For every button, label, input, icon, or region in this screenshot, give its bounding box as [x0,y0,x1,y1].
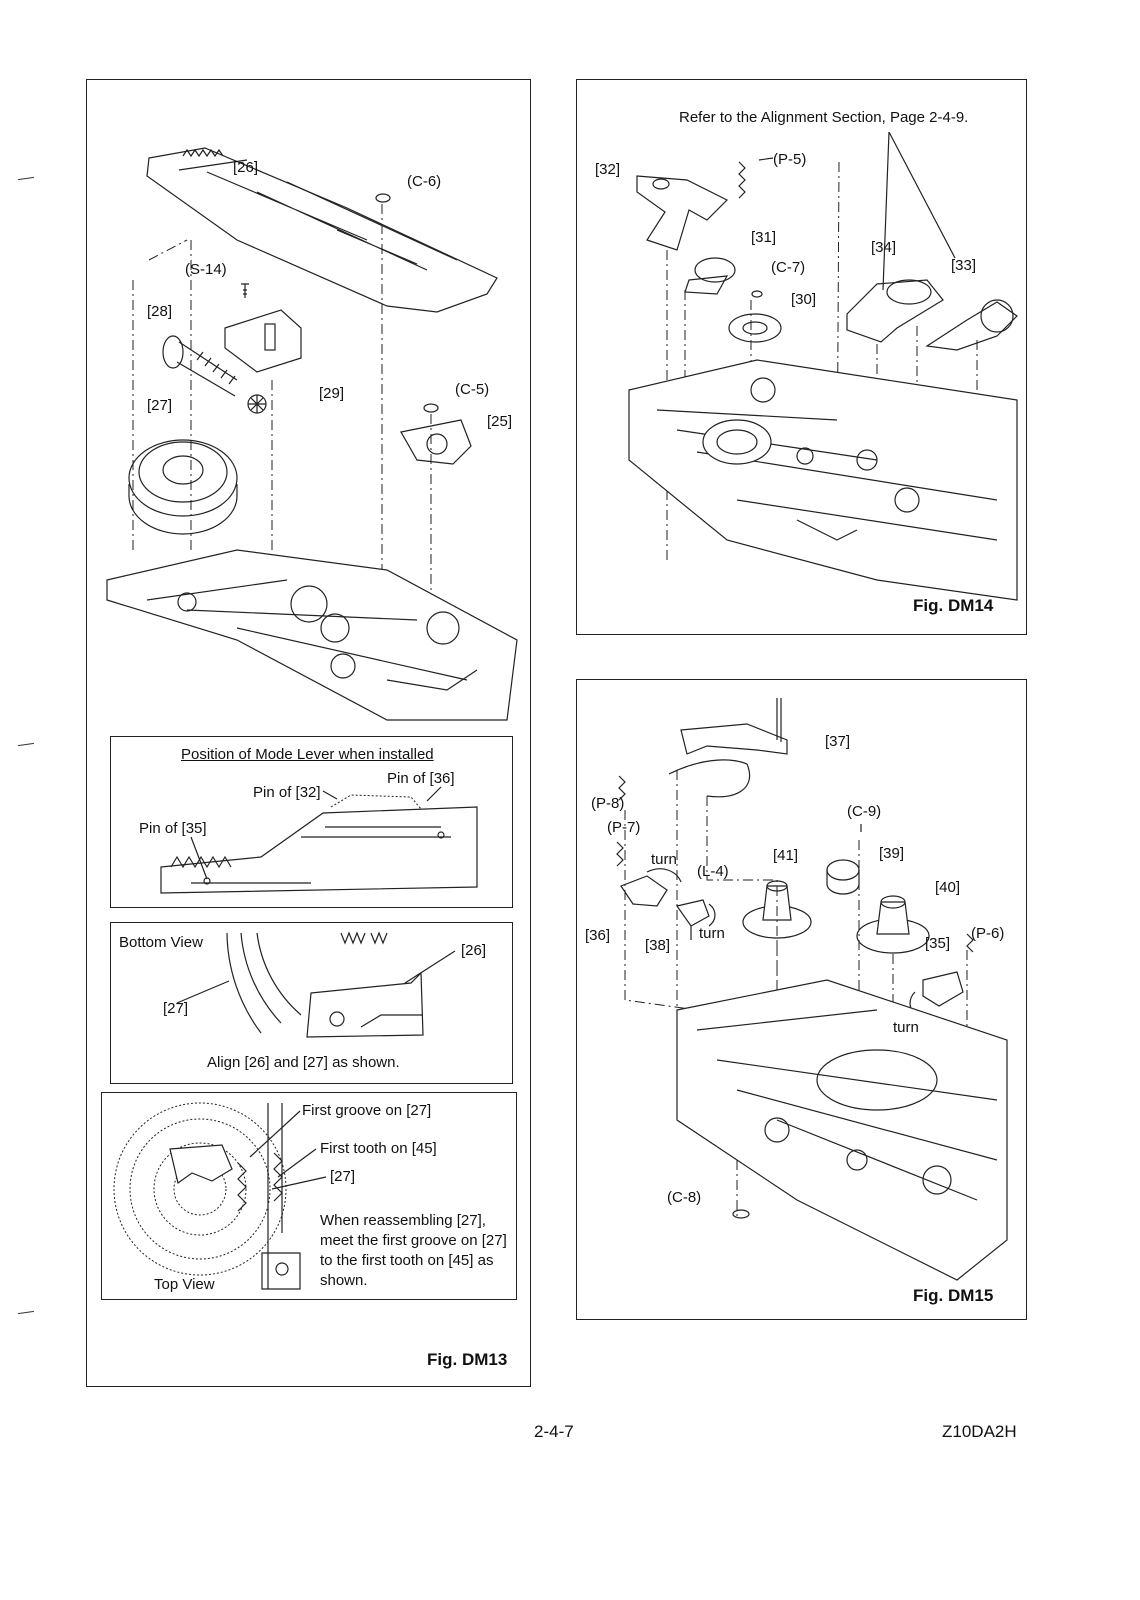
callout-33: [33] [951,257,977,274]
callout-p5: (P-5) [773,151,807,168]
bottom-view-box: Bottom View [26] [27] Align [26] and [27… [110,922,513,1084]
callout-35: [35] [925,935,951,952]
figure-dm14-panel: Refer to the Alignment Section, Page 2-4… [576,79,1027,635]
bottom-view-title: Bottom View [119,934,203,951]
pin-35-label: Pin of [35] [139,820,207,837]
callout-p6: (P-6) [971,925,1005,942]
dm13-exploded-drawing [106,147,518,721]
figure-dm15-panel: [37] (P-8) (C-9) (P-7) [39] turn (L-4) [… [576,679,1027,1320]
dm14-exploded-drawing [628,131,1018,601]
callout-c8: (C-8) [667,1189,702,1206]
callout-36: [36] [585,927,611,944]
top-view-title: Top View [154,1276,215,1293]
bottom-view-caption: Align [26] and [27] as shown. [207,1054,400,1071]
callout-s14: (S-14) [185,261,227,278]
figure-label-dm15: Fig. DM15 [913,1286,994,1305]
callout-30: [30] [791,291,817,308]
callout-37: [37] [825,733,851,750]
callout-p7: (P-7) [607,819,641,836]
callout-p8: (P-8) [591,795,625,812]
callout-25: [25] [487,413,513,430]
pin-36-label: Pin of [36] [387,770,455,787]
bottom-view-27: [27] [163,1000,189,1017]
figure-dm13-panel: [26] (C-6) (S-14) [28] [29] (C-5) [25] [… [86,79,531,1387]
callout-26: [26] [233,159,259,176]
callout-40: [40] [935,879,961,896]
turn-label-3: turn [893,1019,919,1036]
callout-l4: (L-4) [697,863,729,880]
callout-34: [34] [871,239,897,256]
top-view-drawing [113,1102,327,1290]
callout-29: [29] [319,385,345,402]
bottom-view-26: [26] [461,942,487,959]
callout-c6: (C-6) [407,173,442,190]
callout-27: [27] [147,397,173,414]
callout-28: [28] [147,303,173,320]
callout-c7: (C-7) [771,259,806,276]
pin-32-label: Pin of [32] [253,784,321,801]
page-number: 2-4-7 [534,1422,574,1441]
reassembly-note: When reassembling [27], meet the first g… [320,1212,507,1289]
margin-mark [18,1310,34,1315]
alignment-reference: Refer to the Alignment Section, Page 2-4… [679,109,969,126]
callout-38: [38] [645,937,671,954]
mode-lever-title: Position of Mode Lever when installed [181,746,434,763]
mode-lever-box: Position of Mode Lever when installed Pi… [110,736,513,908]
margin-mark [18,176,34,181]
callout-c9: (C-9) [847,803,882,820]
mode-lever-drawing [160,786,478,894]
dm15-exploded-drawing [616,698,1008,1281]
figure-label-dm14: Fig. DM14 [913,596,994,615]
top-view-box: First groove on [27] First tooth on [45]… [101,1092,517,1300]
first-groove-label: First groove on [27] [302,1102,432,1119]
turn-label-2: turn [699,925,725,942]
bottom-view-drawing [176,931,456,1038]
figure-label-dm13: Fig. DM13 [427,1350,508,1369]
callout-31: [31] [751,229,777,246]
turn-label-1: turn [651,851,677,868]
callout-39: [39] [879,845,905,862]
callout-c5: (C-5) [455,381,490,398]
document-code: Z10DA2H [942,1422,1017,1441]
margin-mark [18,742,34,747]
first-tooth-label: First tooth on [45] [320,1140,437,1157]
callout-32: [32] [595,161,621,178]
top-view-27: [27] [330,1168,356,1185]
callout-41: [41] [773,847,799,864]
